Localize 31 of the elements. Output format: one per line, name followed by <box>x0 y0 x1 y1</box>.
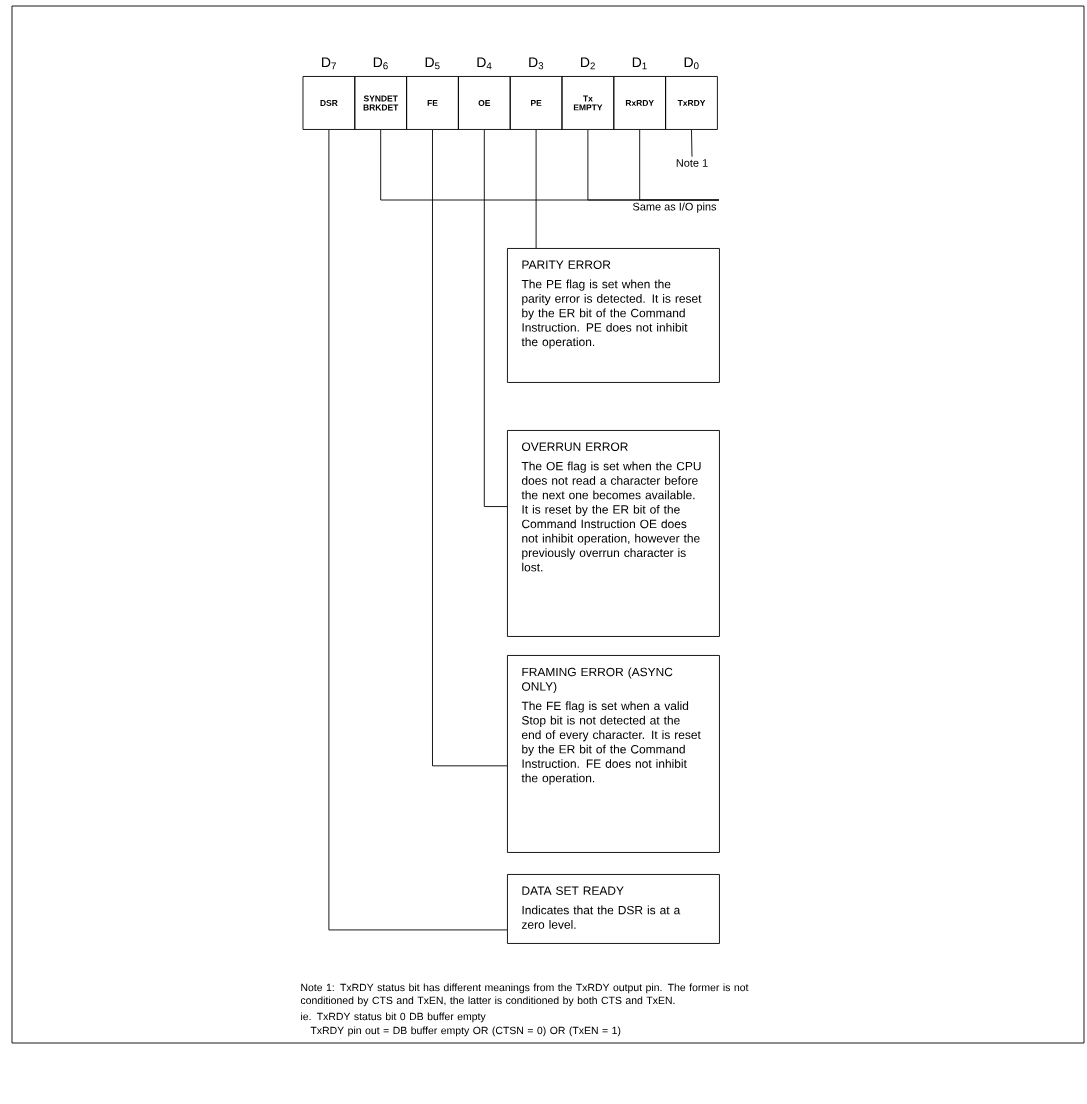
bit-label: D$_{3}$ <box>529 57 544 70</box>
bus-line <box>639 129 720 201</box>
bit-label: D$_{2}$ <box>581 57 595 70</box>
note-reference: Note 1 <box>676 159 708 167</box>
bit-label: D$_{7}$ <box>322 57 336 70</box>
description-box: OVERRUN ERROR The OE flag is set when the CPU does not read a character before the next one becomes available. It is reset by the ER bit of the Command Instruction OE does not inhibit operation, however the previously overrun character is lost. <box>507 430 720 637</box>
bit-cell: SYNDET BRKDET <box>354 76 408 130</box>
connector-line <box>328 129 508 931</box>
leader-line <box>691 129 693 158</box>
footnote: TxRDY pin out = DB buffer empty OR (CTSN = 0) OR (TxEN = 1) <box>310 1026 621 1037</box>
bit-label: D$_{6}$ <box>373 57 388 70</box>
description-box: FRAMING ERROR (ASYNC ONLY) The FE flag is set when a valid Stop bit is not detected at the end of every character. It is reset by the ER bit of the Command Instruction. FE does not inhibit the operation. <box>507 655 720 853</box>
connector-line <box>432 129 508 767</box>
bit-cell: FE <box>406 76 459 130</box>
description-box: PARITY ERROR The PE flag is set when the parity error is detected. It is reset by the ER bit of the Command Instruction. PE does not inhibit the operation. <box>507 248 720 383</box>
bit-cell: TxRDY <box>665 76 718 130</box>
bit-cell: RxRDY <box>613 76 667 130</box>
bit-label: D$_{5}$ <box>425 57 440 70</box>
bit-cell: DSR <box>302 76 356 130</box>
bus-label: Same as I/O pins <box>633 202 717 213</box>
bit-label: D$_{4}$ <box>477 57 492 70</box>
bit-cell: PE <box>509 76 563 130</box>
bit-label: D$_{1}$ <box>632 57 647 70</box>
footnote: ie. TxRDY status bit 0 DB buffer empty <box>301 1012 486 1023</box>
bit-cell: Tx EMPTY <box>561 76 615 130</box>
bit-label: D$_{0}$ <box>684 57 699 70</box>
connector-line <box>535 129 537 249</box>
description-box: DATA SET READY Indicates that the DSR is at a zero level. <box>507 874 720 944</box>
connector-line <box>483 129 508 507</box>
bit-cell: OE <box>457 76 511 130</box>
footnote: Note 1: TxRDY status bit has different meanings from the TxRDY output pin. The former is not conditioned by CTS and TxEN, the latter is conditioned by both CTS and TxEN. <box>300 983 749 1007</box>
